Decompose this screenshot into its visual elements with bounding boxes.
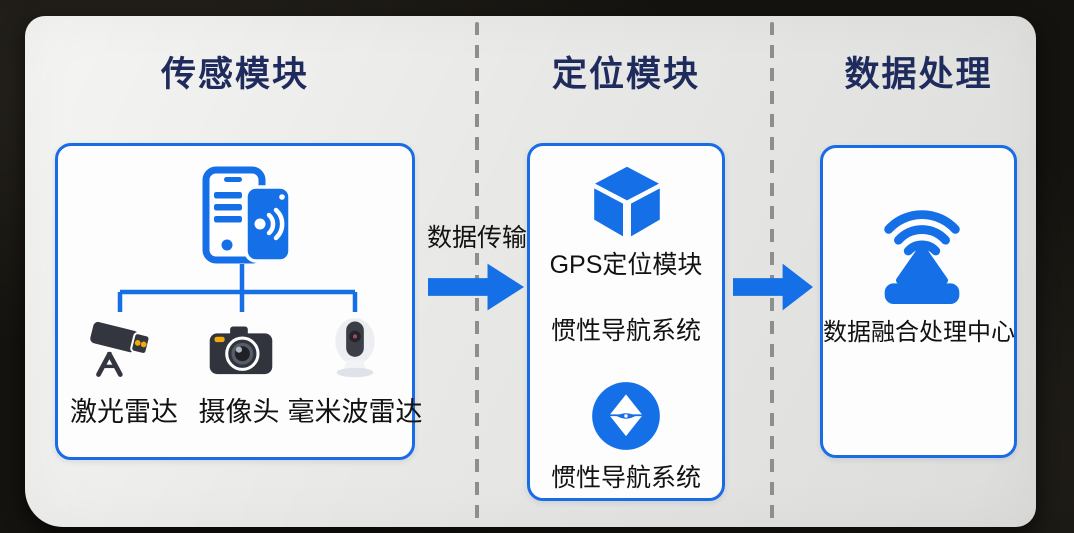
beacon-antenna-icon [872,194,972,304]
dashed-separator-2 [770,22,774,521]
paper-sheet: 传感模块 定位模块 数据处理 [25,16,1036,527]
cube-icon [587,162,667,242]
inertial-nav-label-2: 惯性导航系统 [550,464,701,492]
gps-module-label: GPS定位模块 [549,251,703,279]
smart-devices-icon [194,166,294,266]
module-title-positioning: 定位模块 [551,55,700,94]
positioning-module-card: GPS定位模块 惯性导航系统 惯性导航系统 [527,143,725,501]
module-title-sensing: 传感模块 [160,55,309,94]
branch-connector-lines [115,262,415,314]
sensor-label-mmwave-radar: 毫米波雷达 [287,397,423,427]
inertial-nav-label-1: 惯性导航系统 [550,317,701,345]
module-title-processing: 数据处理 [844,55,993,94]
camera-icon [207,317,275,385]
sensor-label-camera: 摄像头 [198,397,280,427]
fusion-center-label: 数据融合处理中心 [823,319,1015,346]
processing-module-card: 数据融合处理中心 [820,145,1017,458]
sensing-module-card: 激光雷达 摄像头 毫米波雷达 [55,143,423,460]
data-transfer-label: 数据传输 [425,223,528,253]
webcam-icon [321,314,389,382]
sensor-label-lidar: 激光雷达 [70,397,178,427]
dashed-separator-1 [475,22,479,521]
lidar-camera-icon [89,314,157,382]
compass-icon [590,380,662,452]
